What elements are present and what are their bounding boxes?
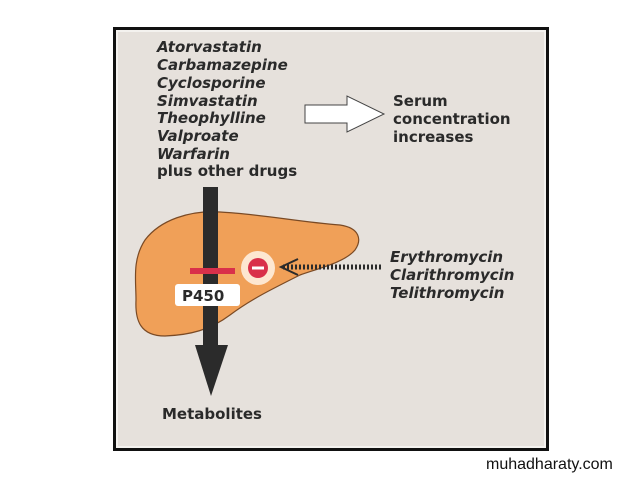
drug-list: Atorvastatin Carbamazepine Cyclosporine … [156, 38, 297, 180]
p450-label: P450 [182, 287, 224, 305]
effect-line: Serum [393, 92, 448, 110]
drug: Theophylline [157, 109, 266, 127]
inhibitor: Erythromycin [390, 248, 503, 266]
watermark: muhadharaty.com [486, 456, 613, 473]
right-arrow-icon [304, 95, 386, 133]
chevron-left-icon [278, 258, 299, 276]
plus-other-drugs: plus other drugs [157, 162, 297, 180]
down-arrow-icon [195, 345, 228, 396]
drug: Atorvastatin [156, 38, 262, 56]
drug: Warfarin [157, 145, 230, 163]
drug: Valproate [157, 127, 239, 145]
block-bar [190, 268, 235, 274]
effect-line: increases [393, 128, 474, 146]
p450-box [175, 284, 240, 306]
drug: Carbamazepine [157, 56, 288, 74]
drug: Simvastatin [157, 92, 258, 110]
inhibitor: Telithromycin [390, 284, 504, 302]
inhibitor: Clarithromycin [390, 266, 514, 284]
drug: Cyclosporine [157, 74, 266, 92]
minus-icon [252, 266, 264, 270]
effect-line: concentration [393, 110, 511, 128]
metabolites-label: Metabolites [162, 405, 262, 423]
metabolism-arrow-shaft [203, 187, 218, 347]
